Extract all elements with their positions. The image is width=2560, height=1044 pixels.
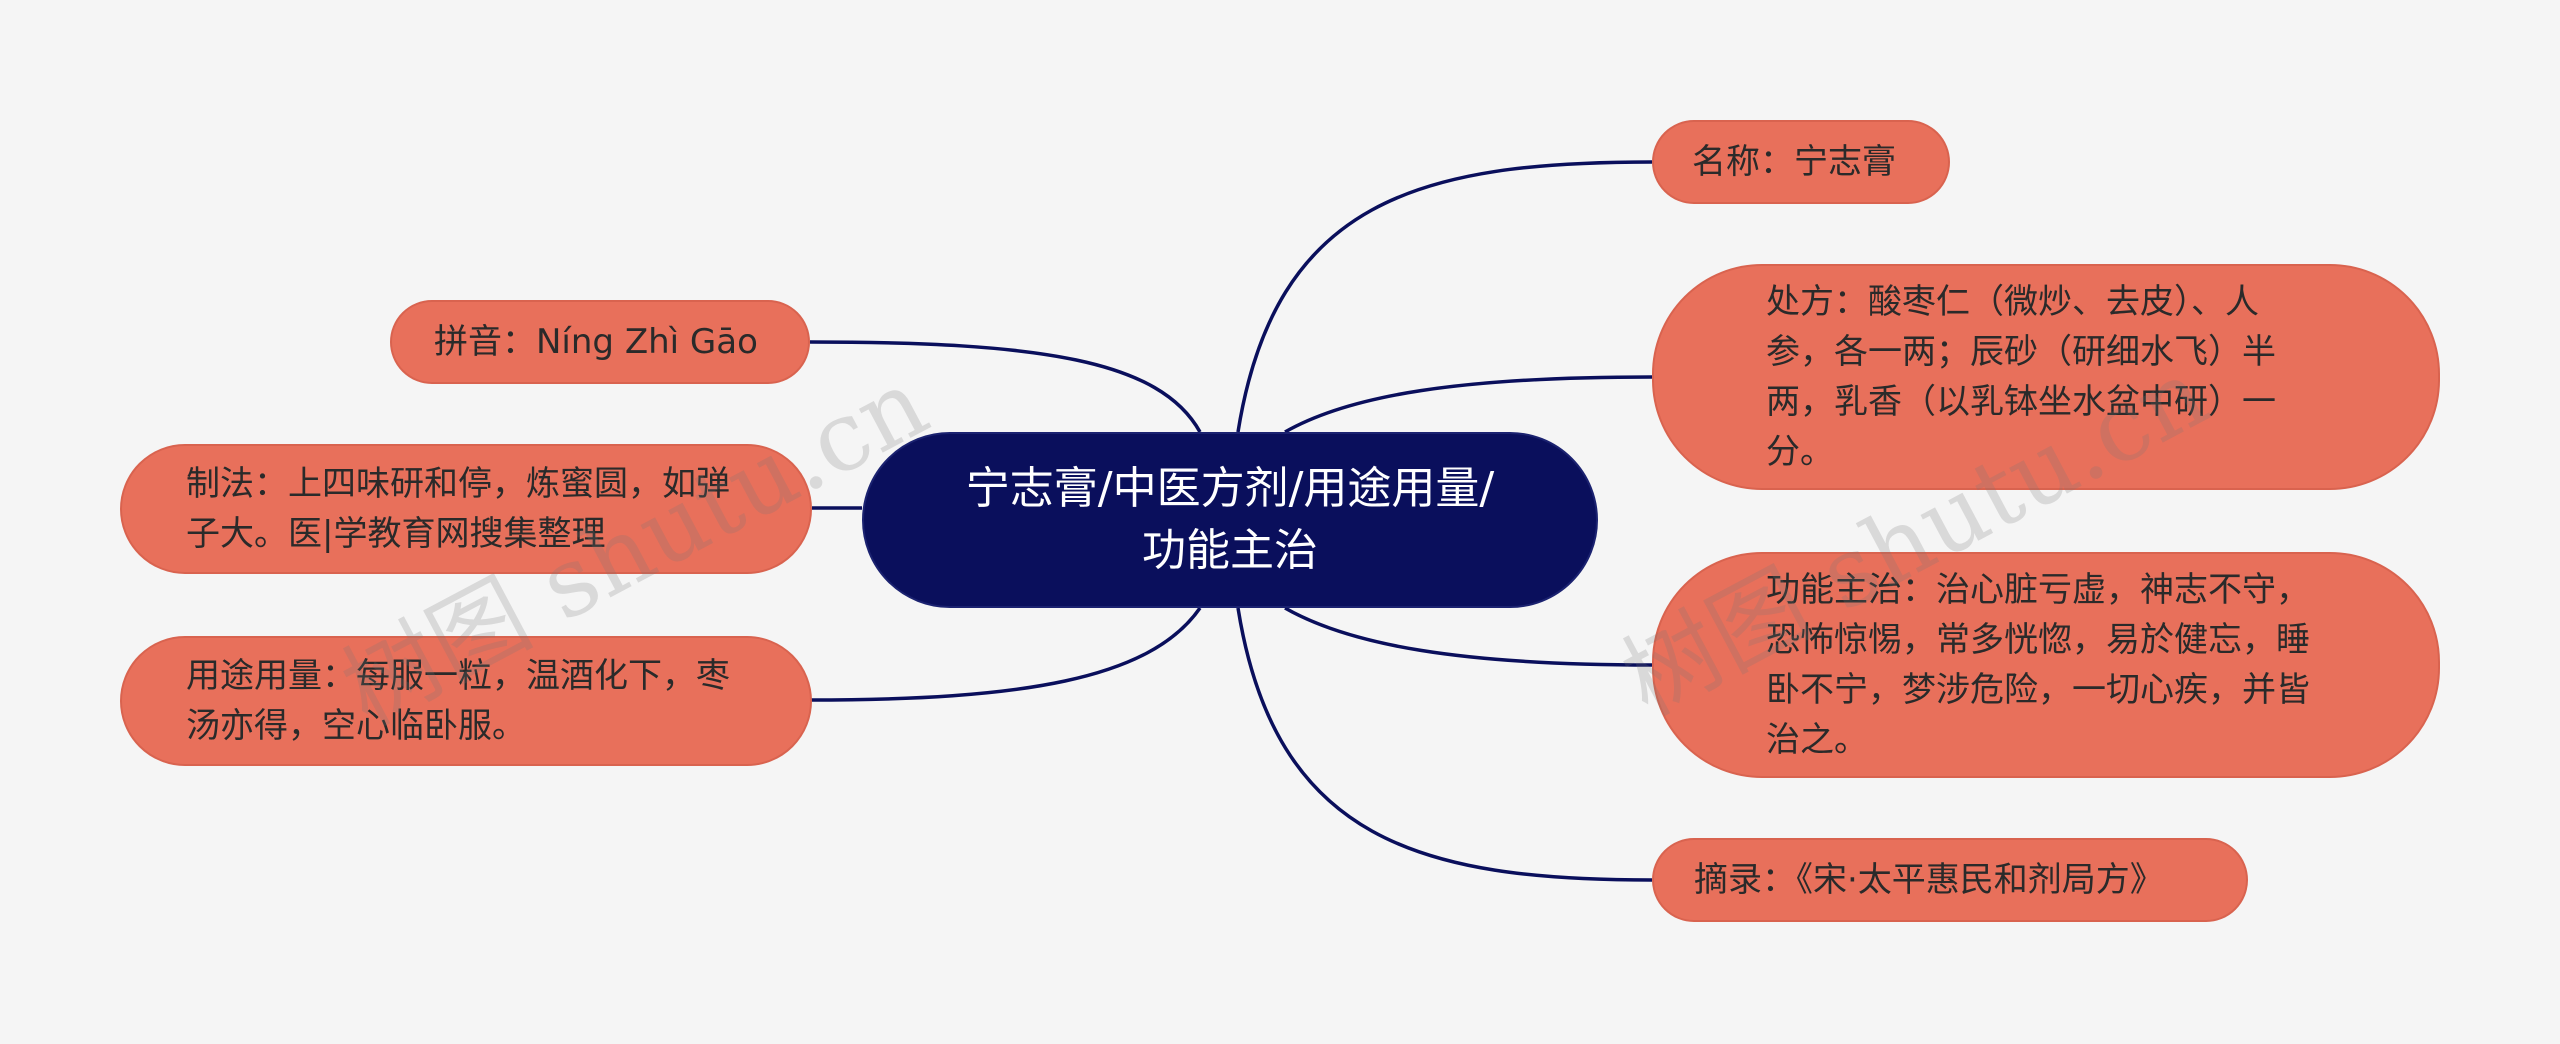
node-method[interactable]: 制法：上四味研和停，炼蜜圆，如弹子大。医|学教育网搜集整理: [120, 444, 812, 574]
node-excerpt-label: 摘录：《宋·太平惠民和剂局方》: [1694, 860, 2164, 900]
connector-function: [1284, 606, 1653, 667]
connector-prescription: [1284, 375, 1653, 434]
node-name[interactable]: 名称：宁志膏: [1652, 120, 1950, 204]
node-pinyin-label: 拼音：Níng Zhì Gāo: [434, 322, 758, 362]
center-topic[interactable]: 宁志膏/中医方剂/用途用量/功能主治: [862, 432, 1598, 608]
connector-excerpt: [1236, 607, 1653, 882]
node-prescription[interactable]: 处方：酸枣仁（微炒、去皮）、人参，各一两；辰砂（研细水飞）半两，乳香（以乳钵坐水…: [1652, 264, 2440, 490]
connector-usage: [809, 607, 1202, 702]
connector-name: [1236, 160, 1653, 433]
node-usage[interactable]: 用途用量：每服一粒，温酒化下，枣汤亦得，空心临卧服。: [120, 636, 812, 766]
node-pinyin[interactable]: 拼音：Níng Zhì Gāo: [390, 300, 810, 384]
node-function[interactable]: 功能主治：治心脏亏虚，神志不守，恐怖惊惕，常多恍惚，易於健忘，睡卧不宁，梦涉危险…: [1652, 552, 2440, 778]
node-excerpt[interactable]: 摘录：《宋·太平惠民和剂局方》: [1652, 838, 2248, 922]
node-function-label: 功能主治：治心脏亏虚，神志不守，恐怖惊惕，常多恍惚，易於健忘，睡卧不宁，梦涉危险…: [1766, 570, 2310, 760]
node-name-label: 名称：宁志膏: [1692, 142, 1896, 182]
node-prescription-label: 处方：酸枣仁（微炒、去皮）、人参，各一两；辰砂（研细水飞）半两，乳香（以乳钵坐水…: [1766, 282, 2276, 472]
center-topic-label: 宁志膏/中医方剂/用途用量/功能主治: [965, 463, 1495, 576]
node-method-label: 制法：上四味研和停，炼蜜圆，如弹子大。医|学教育网搜集整理: [186, 464, 730, 554]
node-usage-label: 用途用量：每服一粒，温酒化下，枣汤亦得，空心临卧服。: [186, 656, 730, 746]
connector-pinyin: [809, 340, 1202, 433]
